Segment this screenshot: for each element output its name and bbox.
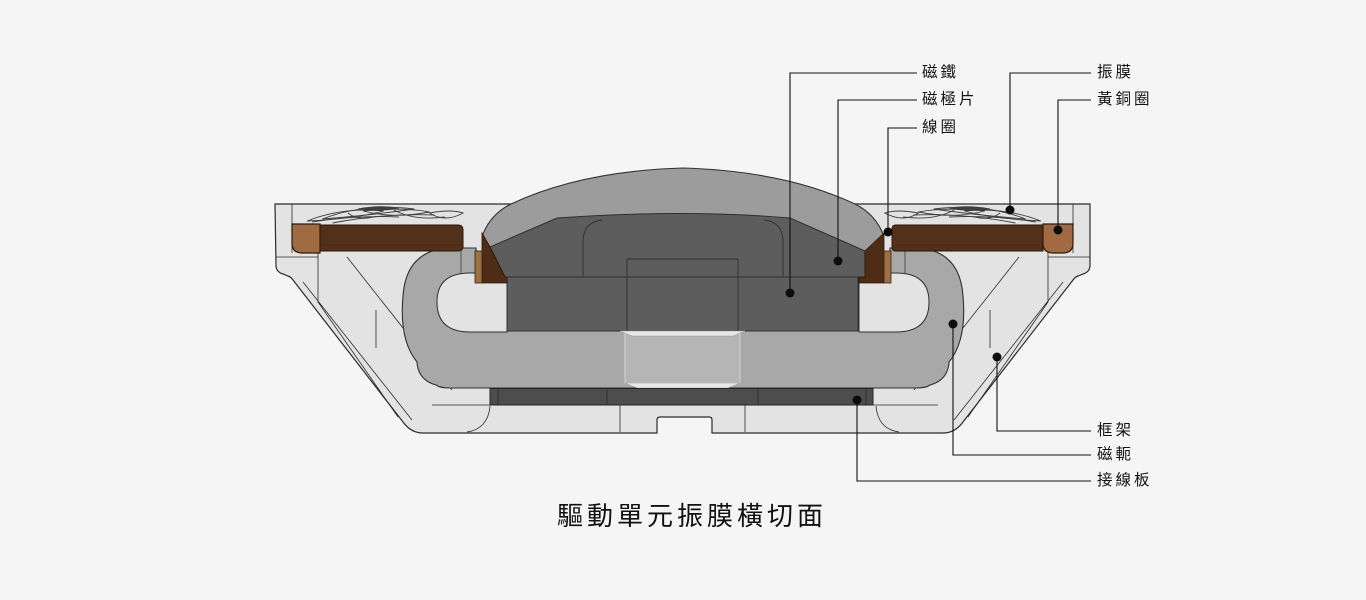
dome-outline	[482, 167, 884, 235]
yoke-inset-panel	[619, 330, 746, 389]
brass-ring-blocks	[291, 223, 1074, 254]
label-yoke: 磁軛	[1097, 446, 1135, 463]
voice-coil-strips	[474, 250, 892, 284]
label-frame: 框架	[1097, 422, 1135, 439]
magnet-shape	[506, 276, 859, 332]
callout-dots	[785, 205, 1063, 405]
yoke-shape	[401, 247, 965, 389]
coil-carrier-wedges	[481, 231, 885, 284]
label-diaphragm: 振膜	[1097, 64, 1135, 81]
label-terminal-board: 接線板	[1097, 472, 1153, 489]
terminal-board-shape	[489, 388, 874, 406]
label-pole-piece: 磁極片	[922, 91, 978, 108]
label-brass-ring: 黃銅圈	[1097, 91, 1153, 108]
diagram-title: 驅動單元振膜橫切面	[557, 502, 828, 531]
leader-lines	[789, 72, 1091, 482]
yoke-window-holes	[436, 272, 930, 333]
label-voice-coil: 線圈	[922, 119, 960, 136]
label-magnet: 磁鐵	[922, 64, 960, 81]
suspension-bar-shapes	[319, 224, 1044, 252]
